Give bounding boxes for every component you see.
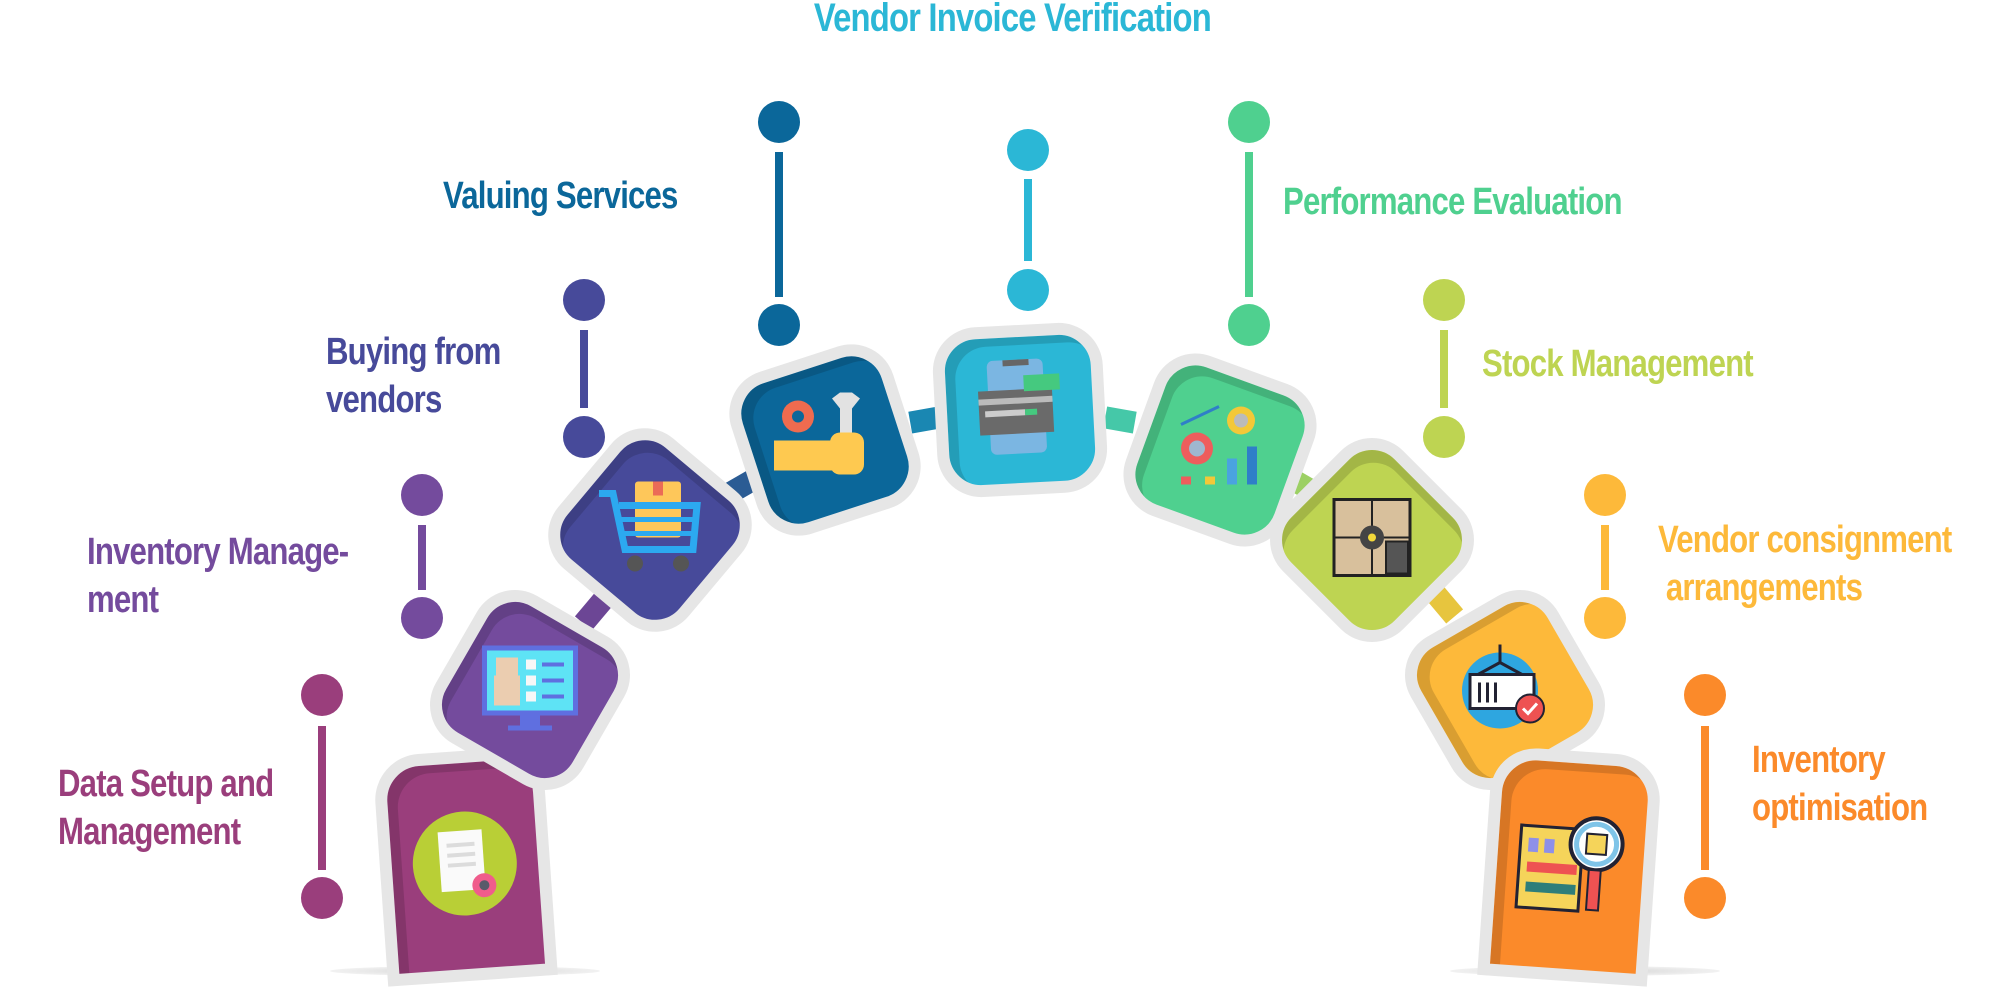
shelf-magnifier-icon [1511,805,1629,927]
step-block [717,332,933,548]
stem-dot-top [1584,474,1626,516]
stem-line [1701,726,1709,870]
stem-line [318,726,326,870]
stem-dot-bottom [1423,416,1465,458]
stem-dot-top [301,674,343,716]
step-label: Vendor consignment arrangements [1658,519,1952,609]
stem-dot-top [758,101,800,143]
step-block [930,320,1110,500]
stem-dot-bottom [1007,269,1049,311]
diagram-title: Vendor Invoice Verification [813,0,1212,40]
stem-dot-top [563,279,605,321]
stem-line [1440,330,1448,408]
container-check-icon [1460,643,1550,738]
step-label: Inventory optimisation [1752,739,1928,829]
wrench-gear-hand-icon [770,392,880,488]
step-block [530,410,770,650]
boxes-gear-icon [1332,498,1412,583]
stem-dot-bottom [401,597,443,639]
gear-chart-growth-icon [1175,403,1265,498]
stem-dot-bottom [563,416,605,458]
stem-dot-top [1228,101,1270,143]
step-block [413,573,647,807]
stem-dot-bottom [301,877,343,919]
stem-dot-bottom [1584,597,1626,639]
connector-5-6 [1103,406,1137,434]
step-label: Performance Evaluation [1283,181,1623,223]
stem-line [1601,525,1609,590]
step-block [1111,341,1329,559]
shopping-cart-icon [595,478,705,583]
step-block [1251,419,1493,661]
stem-line [775,152,783,297]
step-label: Stock Management [1482,343,1754,385]
step-block [1477,745,1663,987]
step-label: Data Setup and Management [58,763,274,853]
step-block [1388,573,1622,807]
step-label: Valuing Services [443,175,678,217]
stem-dot-top [1684,674,1726,716]
monitor-checklist-icon [480,638,580,743]
step-label: Inventory Manage- ment [87,531,349,621]
phone-card-cvv-icon [972,355,1067,465]
step-block [372,745,558,987]
stem-line [1245,152,1253,297]
stem-line [418,525,426,590]
stem-dot-top [401,474,443,516]
step-label: Buying from vendors [326,331,501,421]
stem-dot-top [1007,129,1049,171]
stem-dot-bottom [1684,877,1726,919]
stem-dot-bottom [1228,304,1270,346]
stem-line [1024,179,1032,261]
stem-dot-bottom [758,304,800,346]
document-gear-icon [406,805,524,927]
stem-line [580,330,588,408]
stem-dot-top [1423,279,1465,321]
